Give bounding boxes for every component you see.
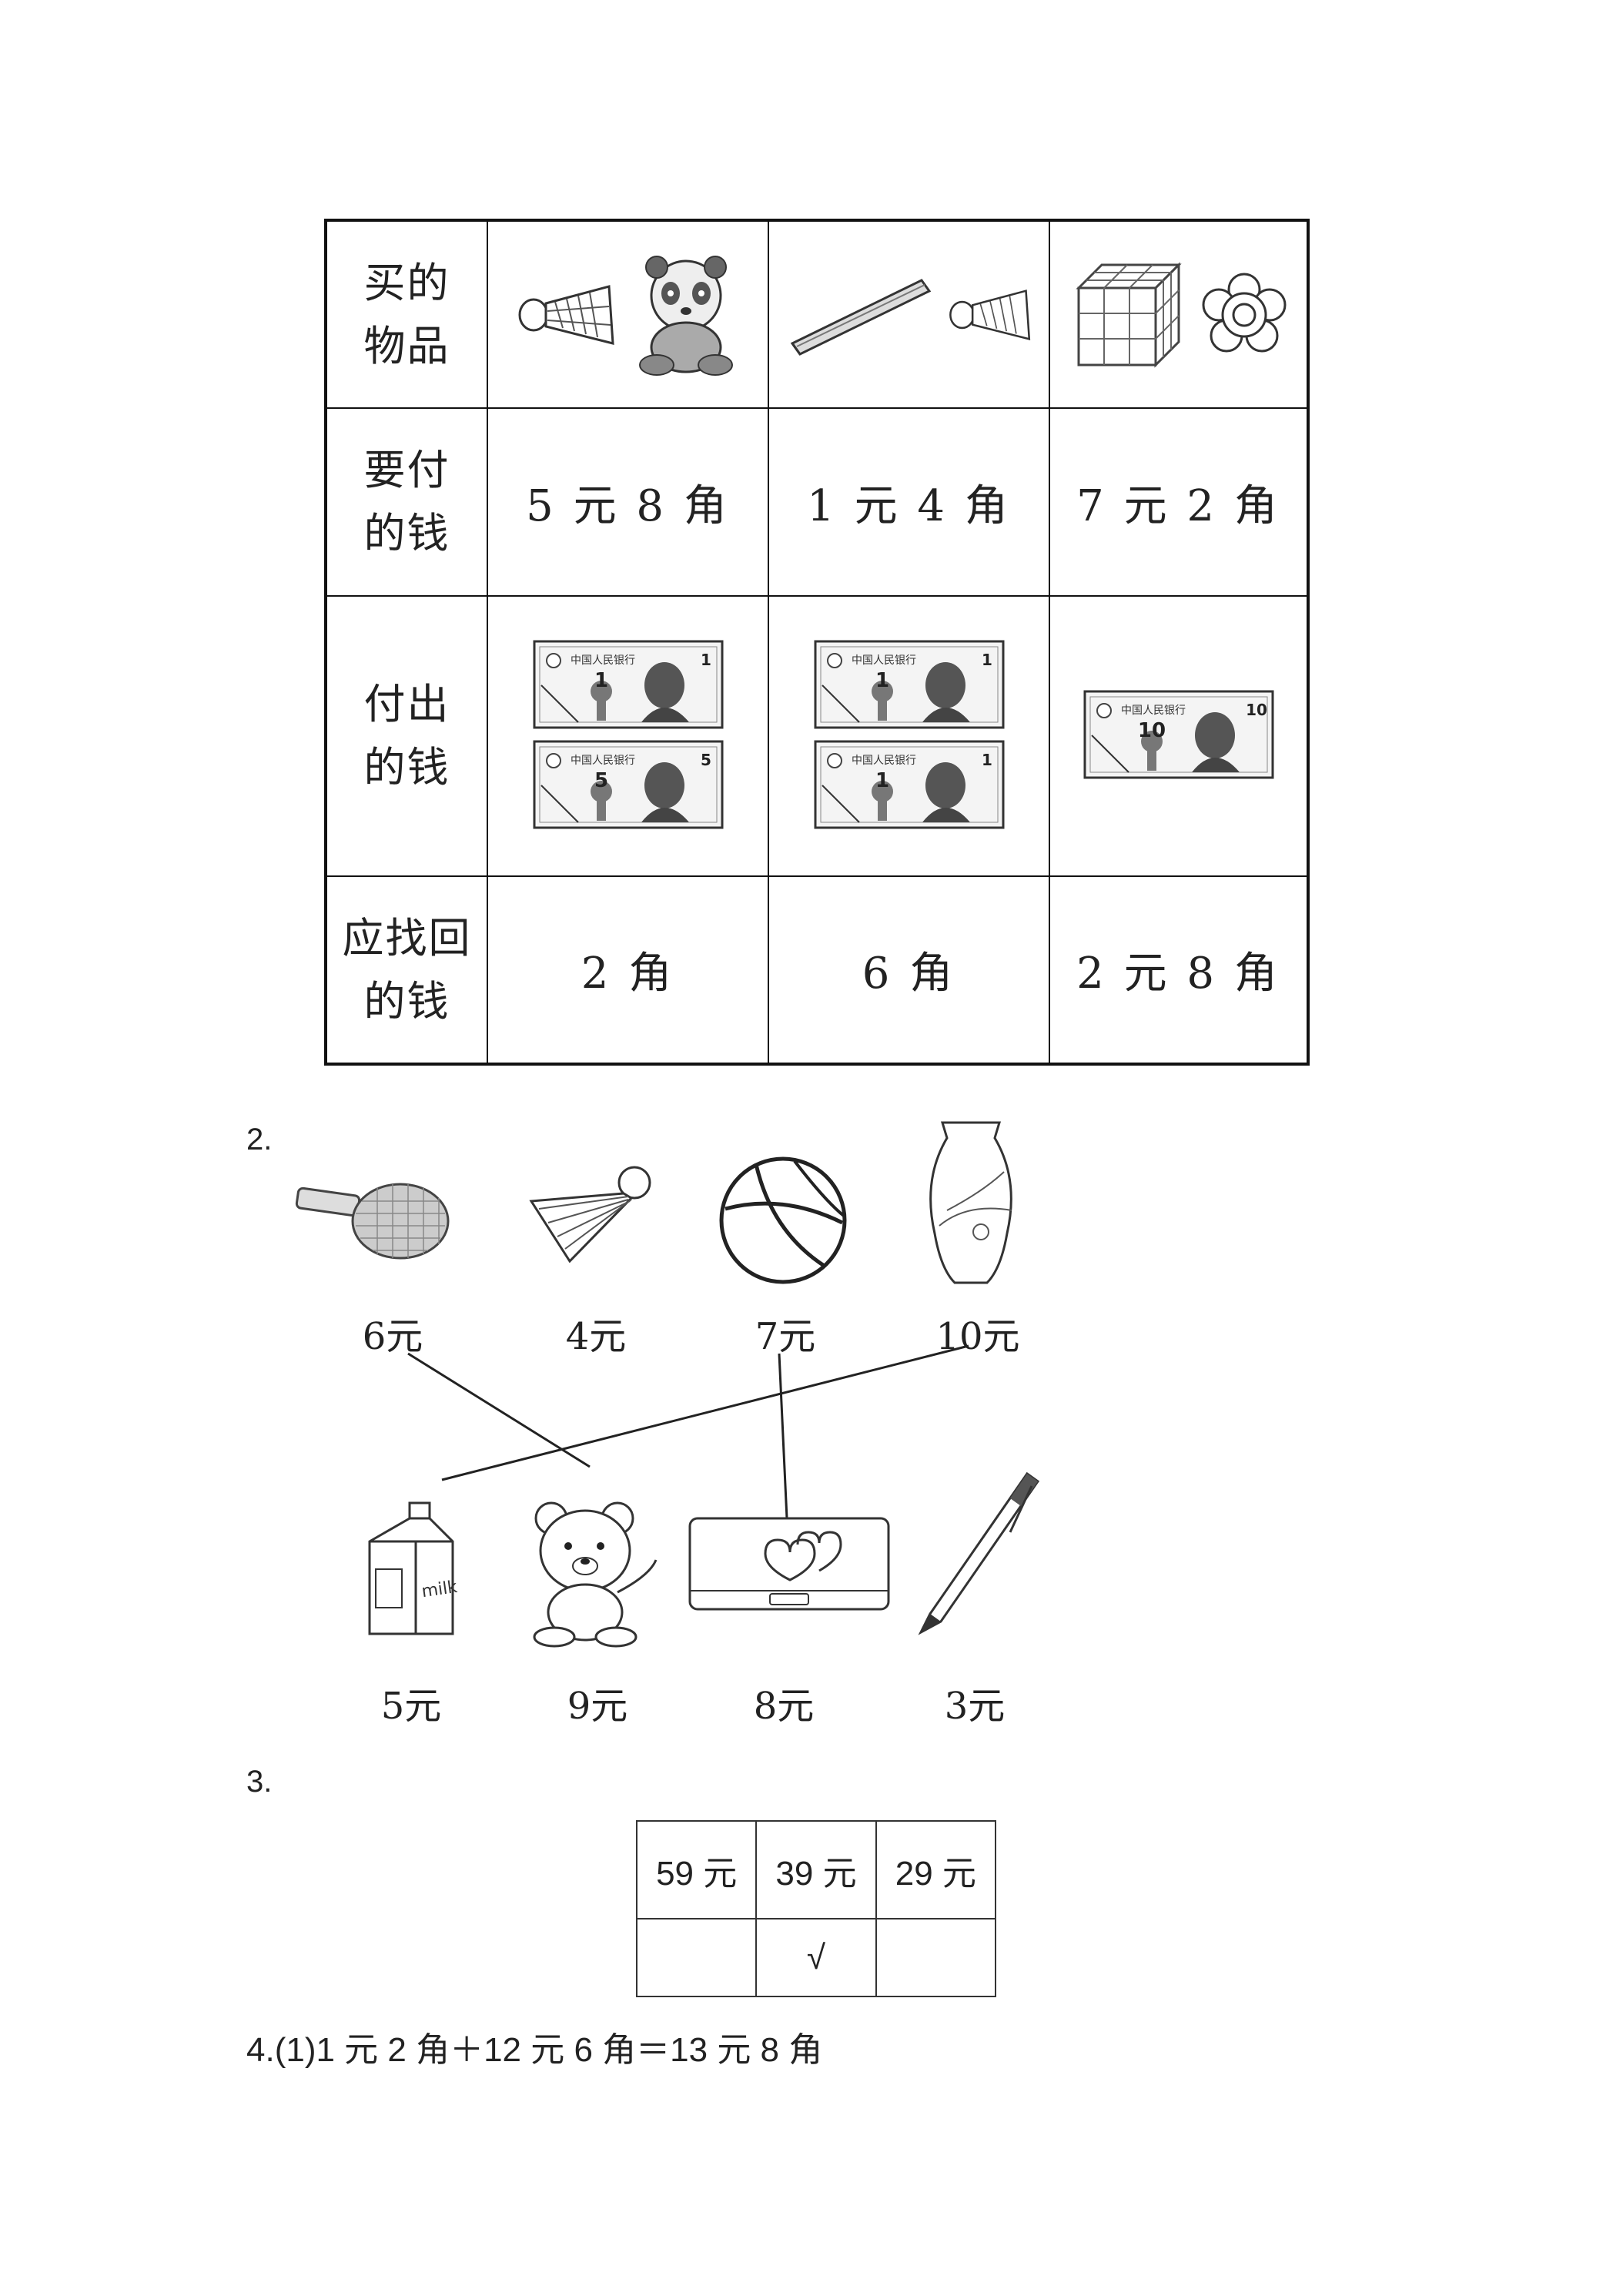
banknote-denomination-large: 1 bbox=[594, 669, 607, 692]
banknote-10yuan: 中国人民银行 10 10 bbox=[1083, 689, 1275, 783]
milk-carton-icon: milk bbox=[368, 1501, 459, 1635]
price-cell-1: 5 元 8 角 bbox=[487, 407, 769, 597]
price-cell-2: 1 元 4 角 bbox=[768, 407, 1050, 597]
teddy-bear-icon bbox=[533, 1501, 658, 1648]
price-milk: 5元 bbox=[380, 1685, 442, 1728]
price-paddle: 6元 bbox=[362, 1315, 423, 1358]
pencil-case-icon bbox=[688, 1517, 890, 1611]
price-option-39: 39 元 bbox=[755, 1819, 877, 1920]
table-row: 59 元 39 元 29 元 bbox=[635, 1819, 997, 1920]
row-header-items: 买的 物品 bbox=[325, 219, 488, 409]
ping-pong-paddle-icon bbox=[295, 1183, 450, 1260]
items-cell-3 bbox=[1049, 219, 1309, 409]
banknote-denomination-large: 1 bbox=[875, 769, 888, 792]
banknote-5yuan: 中国人民银行 5 5 bbox=[532, 739, 724, 833]
banknote-1yuan: 中国人民银行 1 1 bbox=[532, 639, 724, 733]
banknote-denomination: 1 bbox=[982, 651, 992, 669]
banknote-1yuan: 中国人民银行 1 1 bbox=[813, 639, 1006, 733]
shuttlecock-icon bbox=[518, 284, 614, 345]
table-row-prices: 要付 的钱 5 元 8 角 1 元 4 角 7 元 2 角 bbox=[325, 407, 1309, 597]
mark-cell-1 bbox=[635, 1918, 758, 1997]
vase-icon bbox=[929, 1121, 1012, 1284]
banknote-denomination: 5 bbox=[701, 751, 711, 769]
banknote-denomination-large: 1 bbox=[875, 669, 888, 692]
table-row: √ bbox=[635, 1918, 997, 1997]
section-4-equation: 4.(1)1 元 2 角＋12 元 6 角＝13 元 8 角 bbox=[246, 2031, 823, 2069]
banknote-denomination-large: 10 bbox=[1137, 719, 1165, 742]
price-pencil-case: 8元 bbox=[753, 1685, 815, 1728]
mark-cell-2: √ bbox=[755, 1918, 877, 1997]
banknote-denomination: 10 bbox=[1246, 701, 1267, 719]
shuttlecock-icon bbox=[529, 1166, 651, 1263]
items-cell-1 bbox=[487, 219, 769, 409]
change-cell-1: 2 角 bbox=[487, 875, 769, 1065]
mark-cell-3 bbox=[875, 1918, 997, 1997]
shopping-change-table: 买的 物品 bbox=[324, 219, 1310, 1066]
price-teddy-bear: 9元 bbox=[567, 1685, 628, 1728]
row-header-paid: 付出 的钱 bbox=[325, 595, 488, 877]
price-option-59: 59 元 bbox=[635, 1819, 758, 1920]
table-row-items: 买的 物品 bbox=[325, 219, 1309, 409]
shuttlecock-icon bbox=[949, 289, 1030, 340]
banknote-header: 中国人民银行 bbox=[571, 654, 635, 667]
row-header-prices: 要付 的钱 bbox=[325, 407, 488, 597]
banknote-1yuan: 中国人民银行 1 1 bbox=[813, 739, 1006, 833]
paid-cell-2: 中国人民银行 1 1 中国人民银行 1 1 bbox=[768, 595, 1050, 877]
change-cell-3: 2 元 8 角 bbox=[1049, 875, 1309, 1065]
price-option-29: 29 元 bbox=[875, 1819, 997, 1920]
price-pen: 3元 bbox=[944, 1685, 1006, 1728]
banknote-header: 中国人民银行 bbox=[571, 755, 635, 767]
pen-icon bbox=[918, 1471, 1040, 1635]
paid-cell-3: 中国人民银行 10 10 bbox=[1049, 595, 1309, 877]
row-header-change: 应找回 的钱 bbox=[325, 875, 488, 1065]
items-cell-2 bbox=[768, 219, 1050, 409]
banknote-header: 中国人民银行 bbox=[852, 755, 916, 767]
flower-clip-icon bbox=[1202, 273, 1286, 352]
banknote-header: 中国人民银行 bbox=[1121, 705, 1186, 717]
choice-table: 59 元 39 元 29 元 √ bbox=[635, 1819, 997, 1997]
price-ball: 7元 bbox=[755, 1315, 816, 1358]
ball-icon bbox=[719, 1156, 847, 1284]
price-shuttlecock: 4元 bbox=[565, 1315, 627, 1358]
banknote-denomination: 1 bbox=[701, 651, 711, 669]
banknote-header: 中国人民银行 bbox=[852, 654, 916, 667]
panda-toy-icon bbox=[638, 255, 733, 376]
banknote-denomination-large: 5 bbox=[594, 769, 607, 792]
table-row-paid: 付出 的钱 中国人民银行 1 1 中国人民银行 5 5 bbox=[325, 595, 1309, 877]
rubik-cube-icon bbox=[1075, 261, 1182, 368]
price-cell-3: 7 元 2 角 bbox=[1049, 407, 1309, 597]
pencil-stick-icon bbox=[790, 278, 931, 356]
banknote-denomination: 1 bbox=[982, 751, 992, 769]
table-row-change: 应找回 的钱 2 角 6 角 2 元 8 角 bbox=[325, 875, 1309, 1065]
section-3-number: 3. bbox=[246, 1765, 273, 1799]
section-2-number: 2. bbox=[246, 1123, 273, 1156]
paid-cell-1: 中国人民银行 1 1 中国人民银行 5 5 bbox=[487, 595, 769, 877]
change-cell-2: 6 角 bbox=[768, 875, 1050, 1065]
